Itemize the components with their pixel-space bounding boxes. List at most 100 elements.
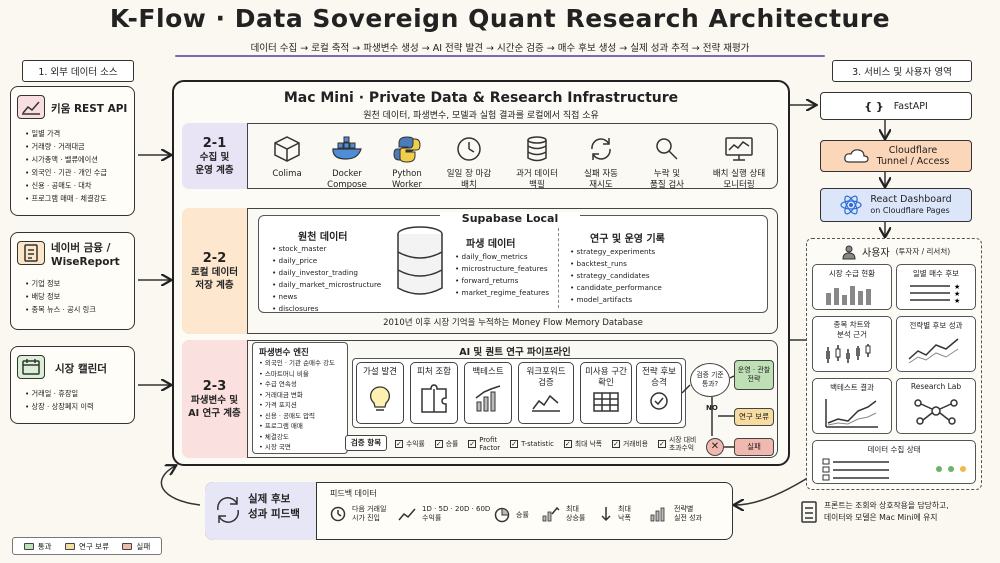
feedback-label: 승률: [516, 511, 529, 519]
list-item: stock_master: [272, 243, 381, 255]
tool-label: Python: [392, 169, 422, 179]
step-label: 백테스트: [472, 367, 504, 377]
source-naver-title-line1: 네이버 금융 /: [51, 242, 111, 254]
users-sublabel: (투자자 / 리서처): [895, 247, 951, 256]
chart-icon: [17, 95, 45, 119]
checkbox-icon: ✓: [510, 440, 519, 448]
raw-data-list: stock_master daily_price daily_investor_…: [272, 243, 382, 315]
panel-label: Research Lab: [910, 382, 962, 391]
feature-engine-list: 외국인 · 기관 순매수 강도 스마트머니 비율 수급 연속성 거래대금 변화 …: [253, 358, 347, 453]
step-hypothesis: 가설 발견: [356, 362, 404, 424]
check-label: 시장 대비: [669, 436, 697, 444]
step-label: 가설 발견: [363, 367, 397, 377]
check-label: 초과수익: [669, 444, 695, 452]
react-label: React Dashboard: [870, 194, 952, 205]
cloudflare-label: Tunnel / Access: [876, 156, 950, 167]
ops-data-list: strategy_experiments backtest_runs strat…: [570, 246, 662, 306]
panel-label: 전략별 후보 성과: [909, 321, 963, 330]
row1-label: 2-1 수집 및 운영 계층: [182, 123, 248, 189]
row3-label: 2-3 파생변수 및 AI 연구 계층: [182, 340, 248, 458]
source-calendar: 시장 캘린더 거래일 · 휴장일 상장 · 상장폐지 이력: [10, 346, 135, 424]
step-unused-period: 미사용 구간 확인: [580, 362, 632, 424]
list-item: daily_investor_trading: [272, 267, 381, 279]
panel-label: 일별 매수 후보: [912, 269, 960, 278]
page-title: K-Flow · Data Sovereign Quant Research A…: [109, 4, 891, 33]
row3-name-line2: AI 연구 계층: [188, 407, 241, 419]
tool-label: 과거 데이터: [516, 169, 558, 179]
feedback-label-box: [205, 482, 317, 540]
monitor-icon: [704, 132, 774, 166]
list-item: candidate_performance: [570, 282, 662, 294]
cloudflare-label: Cloudflare: [888, 145, 938, 156]
divider: [558, 228, 559, 308]
source-calendar-title: 시장 캘린더: [55, 363, 107, 375]
panel-label: 데이터 수집 상태: [867, 445, 921, 454]
check-item: ✓수익률: [395, 436, 425, 452]
panel-label: 종목 차트와: [833, 320, 871, 329]
tool-label: 재시도: [589, 180, 613, 190]
check-item: ✓승률: [434, 436, 458, 452]
list-item: strategy_experiments: [570, 246, 662, 258]
note-line2: 데이터와 모델은 Mac Mini에 유지: [824, 513, 938, 522]
calendar-icon: [17, 355, 45, 379]
list-item: 스마트머니 비율: [259, 369, 347, 380]
bar-chart-up-icon: [475, 385, 501, 412]
row2-name-line2: 저장 계층: [195, 279, 234, 291]
tool-label: 실패 자동: [584, 169, 618, 179]
tool-label: Worker: [392, 180, 422, 190]
checkbox-icon: ✓: [468, 440, 477, 448]
tool-colima: Colima: [258, 132, 316, 180]
feedback-label: 전략별: [674, 505, 694, 513]
list-item: forward_returns: [455, 275, 549, 287]
legend-hold: 연구 보류: [64, 541, 109, 552]
list-item: strategy_candidates: [570, 270, 662, 282]
source-kiwoom-title: 키움 REST API: [51, 103, 128, 115]
connector: [681, 384, 691, 394]
pass-label: 전략: [747, 375, 761, 383]
flow-underline: [175, 55, 825, 57]
tool-label: 모니터링: [723, 180, 755, 190]
feedback-data-head: 피드백 데이터: [330, 489, 377, 498]
panel-label: 백테스트 결과: [830, 383, 874, 392]
feedback-title-line1: 실제 후보: [248, 493, 291, 505]
tool-label: Compose: [327, 180, 367, 190]
source-naver-list: 기업 정보 배당 정보 종목 뉴스 · 공시 링크: [25, 277, 96, 316]
braces-icon: { }: [864, 99, 884, 113]
feedback-item-winrate: 승률: [494, 507, 529, 523]
line-chart-icon: [825, 399, 878, 428]
users-header: 사용자 (투자자 / 리서처): [842, 244, 950, 259]
storage-footer: 2010년 이후 시장 기억을 누적하는 Money Flow Memory D…: [383, 318, 643, 328]
server-icon: [801, 501, 817, 523]
service-note: 프론트는 조회와 상호작용을 담당하고, 데이터와 모델은 Mac Mini에 …: [800, 500, 990, 524]
svg-text:★: ★: [954, 290, 960, 298]
row2-label: 2-2 로컬 데이터 저장 계층: [182, 208, 248, 334]
source-kiwoom-list: 일별 가격 거래량 · 거래대금 시가총액 · 밸류에이션 외국인 · 기관 ·…: [25, 127, 108, 205]
step-label: 피처 조합: [417, 367, 451, 377]
document-icon: [17, 241, 45, 265]
section-tag-external: 1. 외부 데이터 소스: [22, 60, 134, 82]
ops-data-head: 연구 및 운영 기록: [590, 234, 665, 245]
row2-name-line1: 로컬 데이터: [190, 266, 238, 278]
check-item: ✓최대 낙폭: [563, 436, 603, 452]
line-chart-icon: [532, 394, 560, 412]
bar-chart-icon: [826, 286, 871, 305]
legend-pass: 통과: [23, 541, 52, 552]
clock-icon: [330, 506, 346, 522]
list-item: 프로그램 매매: [259, 421, 347, 432]
row3-num: 2-3: [202, 378, 227, 394]
list-item: 기업 정보: [25, 277, 96, 290]
feedback-title: 실제 후보 성과 피드백: [248, 492, 300, 522]
check-label: 최대 낙폭: [574, 440, 603, 448]
tool-label: 배치: [461, 180, 477, 190]
list-item: 거래량 · 거래대금: [25, 140, 107, 153]
check-label: 수익률: [406, 440, 425, 448]
list-item: 가격 포지션: [259, 400, 347, 411]
refresh-icon: [572, 132, 630, 166]
row-collection-layer: [182, 123, 778, 189]
list-item: daily_market_microstructure: [272, 279, 382, 291]
